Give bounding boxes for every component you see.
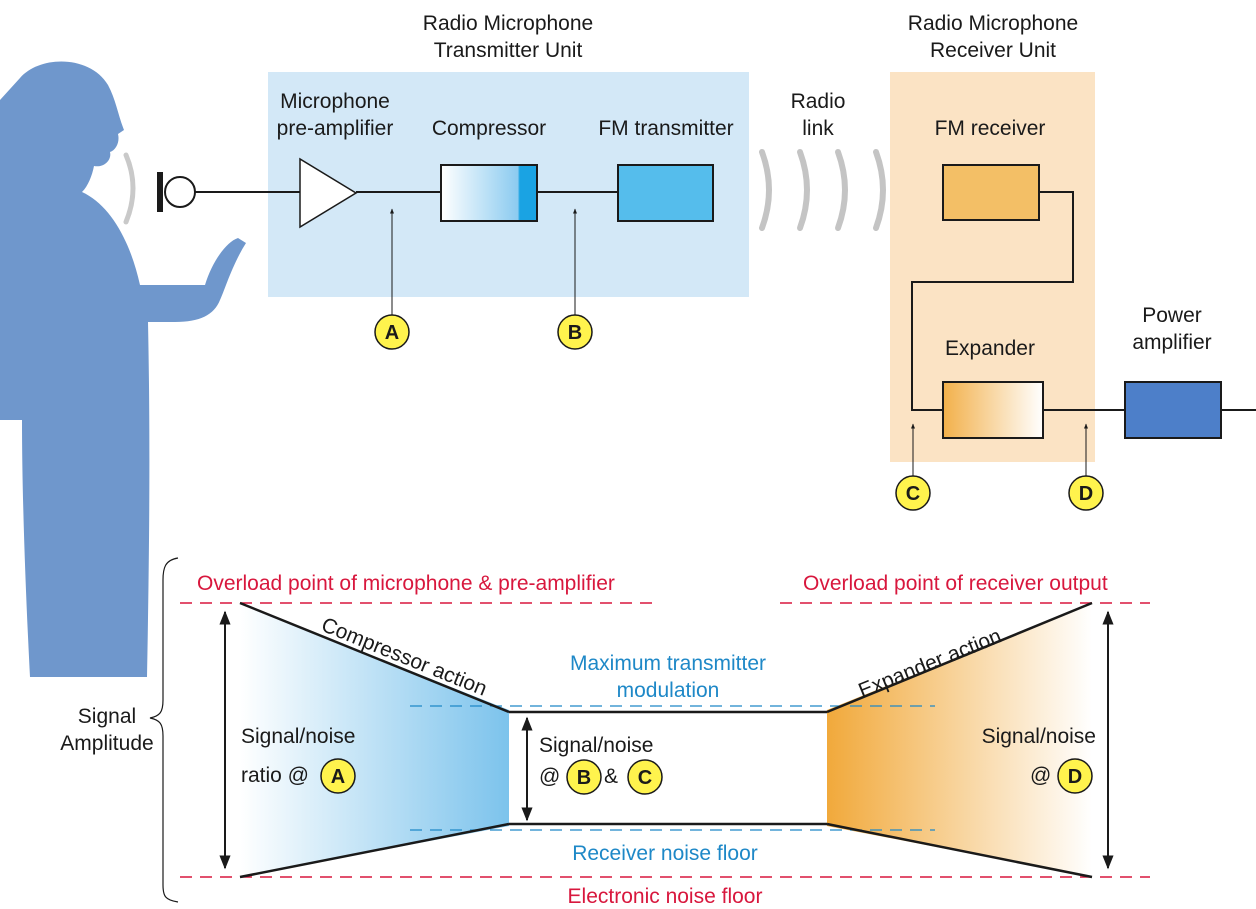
snr-bc-badge-b: B <box>566 759 602 795</box>
radio-wave-icon <box>759 149 886 231</box>
expander-block <box>942 381 1044 439</box>
snr-bc-badge-c: C <box>627 759 663 795</box>
svg-text:A: A <box>331 766 345 788</box>
point-badge-c: C <box>895 475 931 511</box>
axis-label-line1: Signal <box>78 705 136 728</box>
snr-d-badge: D <box>1057 758 1093 794</box>
overload-receiver-label: Overload point of receiver output <box>803 572 1108 595</box>
snr-bc-at: @ <box>539 765 560 788</box>
receiver-noise-floor-label: Receiver noise floor <box>572 842 758 865</box>
snr-a-label-line2: ratio @ <box>241 764 309 787</box>
axis-label-line2: Amplitude <box>60 732 153 755</box>
expander-label: Expander <box>945 337 1035 360</box>
person-icon <box>0 61 246 677</box>
amplitude-brace <box>149 557 179 903</box>
receiver-subtitle: Receiver Unit <box>930 39 1056 62</box>
power-amplifier-label-line2: amplifier <box>1132 331 1211 354</box>
transmitter-subtitle: Transmitter Unit <box>434 39 583 62</box>
max-modulation-label-line1: Maximum transmitter <box>570 652 766 675</box>
compressor-label: Compressor <box>432 117 546 140</box>
range-arrows <box>219 610 1114 870</box>
svg-text:C: C <box>638 767 652 789</box>
expander-dynamic-range-fill <box>827 603 1092 877</box>
max-modulation-label-line2: modulation <box>617 679 720 702</box>
snr-d-label-line1: Signal/noise <box>982 725 1096 748</box>
radio-link-label-line1: Radio <box>791 90 846 113</box>
point-badge-a: A <box>374 314 410 350</box>
preamp-label-line1: Microphone <box>280 90 390 113</box>
fm-receiver-label: FM receiver <box>935 117 1046 140</box>
svg-text:A: A <box>385 322 399 344</box>
fm-transmitter-label: FM transmitter <box>598 117 733 140</box>
sound-wave-icon <box>123 152 136 225</box>
signal-chain-lines <box>195 191 1256 411</box>
snr-bc-label-line1: Signal/noise <box>539 734 653 757</box>
snr-a-label-line1: Signal/noise <box>241 725 355 748</box>
overload-mic-label: Overload point of microphone & pre-ampli… <box>197 572 615 595</box>
preamp-triangle <box>299 157 358 229</box>
svg-text:D: D <box>1068 766 1082 788</box>
preamp-label-line2: pre-amplifier <box>277 117 394 140</box>
snr-bc-and: & <box>604 765 618 788</box>
microphone-icon <box>157 172 196 212</box>
point-badge-d: D <box>1068 475 1104 511</box>
svg-text:D: D <box>1079 483 1093 505</box>
snr-d-at: @ <box>1030 764 1051 787</box>
svg-text:B: B <box>568 322 582 344</box>
power-amplifier-label-line1: Power <box>1142 304 1202 327</box>
transmission-band-fill <box>509 712 827 824</box>
compressor-block <box>440 164 538 222</box>
fm-transmitter-block <box>617 164 714 222</box>
measurement-arrows <box>390 208 1088 476</box>
radio-link-label-line2: link <box>802 117 834 140</box>
snr-a-badge: A <box>320 758 356 794</box>
point-badge-b: B <box>557 314 593 350</box>
compressor-dynamic-range-fill <box>240 603 509 877</box>
transmitter-title: Radio Microphone <box>423 12 593 35</box>
receiver-title: Radio Microphone <box>908 12 1078 35</box>
svg-text:B: B <box>577 767 591 789</box>
svg-text:C: C <box>906 483 920 505</box>
signal-envelope <box>239 601 1093 879</box>
power-amplifier-block <box>1124 381 1222 439</box>
fm-receiver-block <box>942 164 1040 221</box>
electronic-noise-floor-label: Electronic noise floor <box>568 885 763 908</box>
